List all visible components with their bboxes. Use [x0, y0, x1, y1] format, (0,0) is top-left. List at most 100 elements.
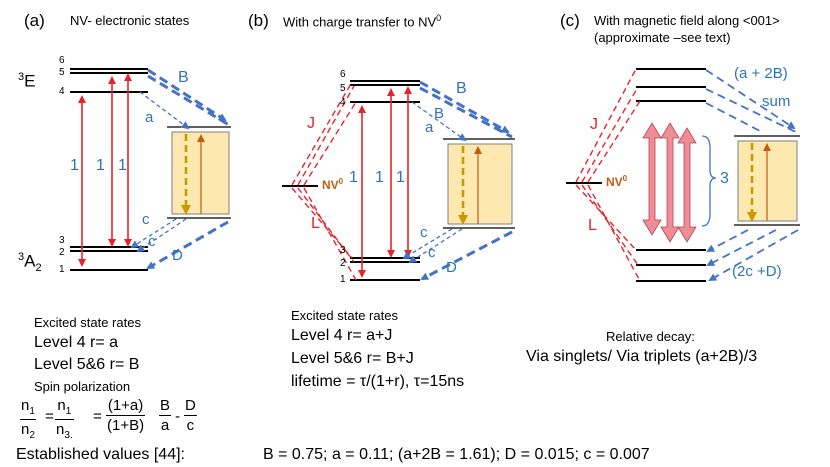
fraction-1a-1B: (1+a) (1+B): [106, 397, 146, 433]
charge-transfer-J-c-1: [575, 68, 637, 183]
rate-lower-label-c: (2c +D): [732, 263, 782, 280]
rate-1-label-a-1: 1: [70, 157, 79, 174]
equals-2: =: [93, 408, 102, 425]
decay-c-b-1: [402, 228, 453, 260]
decay-sum-c-1: [705, 69, 796, 130]
decay-sum-c-3: [705, 102, 761, 132]
established-values-text: B = 0.75; a = 0.11; (a+2B = 1.61); D = 0…: [263, 446, 650, 463]
bracket-c: [701, 135, 717, 227]
rate-c-label-b-1: c: [420, 224, 428, 241]
fraction-bar: [106, 415, 146, 416]
n3-symbol: n: [56, 421, 65, 438]
level-num-4-b: 4: [340, 97, 346, 108]
decay-D-a: [146, 220, 229, 270]
rate-3-label-c: 3: [720, 170, 729, 187]
panel-c-subtitle: (approximate –see text): [594, 30, 731, 45]
rate-1-label-b-1: 1: [349, 169, 358, 186]
fraction-bar: [184, 415, 197, 416]
fraction-n1-n2-num: n1: [20, 398, 36, 417]
n2-sub: 2: [29, 430, 35, 441]
rate-1-label-a-2: 1: [96, 157, 105, 174]
minus-sign: -: [175, 408, 180, 425]
rate-D-label-a: D: [172, 247, 183, 264]
nv0-label-c: NV0: [606, 175, 627, 189]
rate-a-label-b: a: [425, 119, 434, 136]
decay-lower-c-2: [706, 229, 777, 266]
nv0-label-b-text: NV: [322, 178, 339, 192]
fraction-B-a-num: B: [160, 397, 171, 414]
n2-symbol: n: [21, 421, 30, 438]
charge-transfer-L-b-3: [303, 187, 357, 281]
panel-b-title-text: With charge transfer to NV: [283, 14, 437, 30]
rates-b-line1: Level 4 r= a+J: [291, 327, 393, 344]
fraction-n1-n3-den: n3.: [55, 422, 74, 441]
singlet-box-b: [447, 143, 513, 225]
decay-lower-c-3: [708, 229, 799, 281]
decay-B-b-2: [419, 86, 513, 139]
decay-c-a-1: [130, 218, 177, 249]
rate-L-label-b: L: [311, 215, 320, 232]
established-values-label: Established values [44]:: [16, 446, 185, 463]
n1-sub: 1: [29, 406, 35, 417]
panel-a: [70, 68, 231, 271]
broad-arrow-c-3: [677, 127, 697, 243]
panel-c: [566, 68, 800, 282]
panel-a-tag: (a): [24, 11, 45, 30]
rates-b-line2: Level 5&6 r= B+J: [291, 350, 414, 367]
rate-L-label-c: L: [588, 217, 597, 234]
decay-a-b: [411, 101, 467, 142]
charge-transfer-J-c-2: [581, 86, 639, 183]
decay-c-a-2: [136, 218, 187, 253]
decay-B-b-1: [419, 80, 510, 134]
fraction-B-a: B a: [159, 397, 172, 433]
level-num-3-b: 3: [340, 245, 346, 256]
nv0-label-c-text: NV: [606, 175, 623, 189]
rate-c-label-b-2: c: [428, 244, 436, 261]
state-3A2-sub: 2: [35, 262, 42, 275]
fraction-bar: [55, 419, 74, 420]
rate-B-label-b-2: B: [434, 105, 445, 122]
rate-1-label-b-2: 1: [375, 169, 384, 186]
fraction-bar: [20, 419, 36, 420]
rate-a-label-a: a: [145, 109, 154, 126]
panel-c-tag: (c): [560, 11, 580, 30]
n3-sub: 3.: [64, 430, 73, 441]
fraction-D-c-den: c: [186, 417, 195, 434]
rates-a-line1: Level 4 r= a: [34, 334, 119, 351]
broad-arrow-c-1: [642, 122, 662, 236]
fraction-1a-1B-num: (1+a): [107, 397, 144, 414]
rates-c-heading: Relative decay:: [606, 329, 695, 344]
level-num-6-b: 6: [340, 69, 346, 80]
charge-transfer-J-b-2: [297, 85, 355, 186]
n1b-sub: 1: [65, 406, 72, 417]
rate-1-label-a-3: 1: [118, 157, 127, 174]
rate-J-label-c: J: [590, 116, 598, 133]
charge-transfer-J-c-3: [587, 100, 641, 183]
rates-c-line1: Via singlets/ Via triplets (a+2B)/3: [526, 348, 758, 365]
state-3E-symbol: E: [24, 71, 36, 91]
level-num-1-b: 1: [340, 274, 346, 285]
rates-a-heading: Excited state rates: [34, 315, 141, 330]
fraction-bar: [159, 415, 172, 416]
charge-transfer-L-b-2: [297, 187, 355, 263]
state-3A2-symbol: A: [24, 251, 36, 271]
state-3A2-mult: 3: [18, 251, 25, 263]
charge-transfer-L-c-3: [587, 184, 641, 282]
panel-a-title: NV- electronic states: [70, 13, 190, 28]
charge-transfer-L-b-1: [291, 187, 353, 259]
rates-a-line2: Level 5&6 r= B: [34, 356, 140, 373]
level-num-2-a: 2: [59, 247, 65, 258]
level-num-5-b: 5: [340, 83, 346, 94]
fraction-n1-n3-num: n1: [55, 398, 74, 417]
state-3E-mult: 3: [18, 71, 25, 83]
spin-polarization-heading: Spin polarization: [34, 379, 131, 394]
level-num-6-a: 6: [59, 55, 65, 66]
decay-D-b: [420, 230, 513, 281]
charge-transfer-L-c-1: [575, 184, 637, 251]
rate-J-label-b: J: [307, 115, 315, 132]
panel-b-title: With charge transfer to NV0: [283, 13, 442, 30]
charge-transfer-J-b-3: [303, 101, 357, 186]
panel-b-title-sup: 0: [436, 13, 442, 23]
charge-transfer-L-c-2: [581, 184, 639, 266]
decay-c-b-2: [408, 228, 463, 264]
